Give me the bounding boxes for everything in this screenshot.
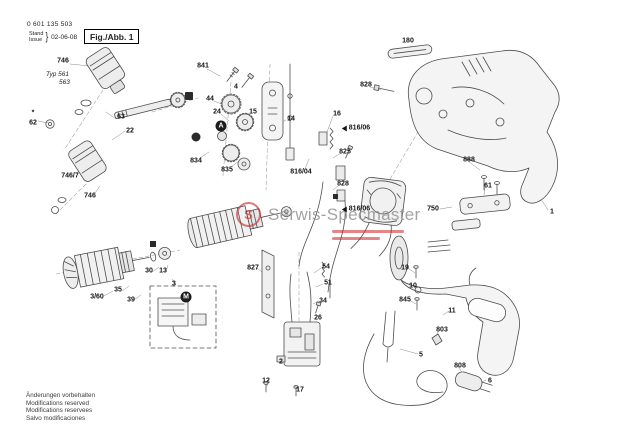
callout-825: 825 [339,148,351,156]
cover-plate [451,175,511,231]
callout-12: 12 [262,377,270,385]
callout-11: 11 [448,307,456,315]
callout-16: 16 [333,110,341,118]
callout-51: 51 [324,279,332,287]
gear-cluster [185,92,255,171]
type-note: Typ 561 563 [46,71,70,87]
callout-5: 5 [419,351,423,359]
callout-17: 17 [296,386,304,394]
brush-parts [298,127,354,293]
badge-m: M [180,291,192,303]
callout-35: 35 [114,286,122,294]
callout-828: 828 [337,180,349,188]
callout-81606: 816/06 [342,206,370,213]
fork-part [382,310,396,363]
callout-2: 2 [279,358,283,366]
callout-81604: 816/04 [290,168,312,176]
callout-750: 750 [427,205,439,213]
callout-746: 746 [84,192,96,200]
footer-line: Modifications reservees [26,407,93,415]
callout-1: 1 [550,208,554,216]
bracket-plate [261,249,275,319]
callout-827: 827 [247,264,259,272]
callout-19: 19 [401,264,409,272]
callout-14: 14 [287,115,295,123]
chuck-lower [51,140,107,214]
small-parts [315,261,331,314]
callout-888: 888 [463,156,475,164]
spindle [114,91,187,120]
callout-26: 26 [314,314,322,322]
callout-845: 845 [399,296,411,304]
callout-39: 39 [127,296,135,304]
watermark-logo-icon: S [236,202,261,227]
callout-63: 63 [117,113,125,121]
pin-column [285,63,295,161]
clip-mark [333,194,338,199]
footer-line: Änderungen vorbehalten [26,392,95,399]
figure-label: Fig./Abb. 1 [84,29,140,44]
footer-line: Modifications reserved [26,399,89,407]
cord-plug [363,333,493,406]
callout-841: 841 [197,62,209,70]
callout-180: 180 [402,37,414,45]
callout-828: 828 [360,81,372,89]
housing-top [373,44,560,204]
chuck-top [45,47,126,129]
document-part-number: 0 601 135 503 [27,21,73,28]
switch-assembly [263,271,321,397]
callout-7467: 746/7 [61,172,79,180]
callout-15: 15 [249,108,257,116]
callout-3: 3 [172,280,176,288]
badge-a: A [215,120,227,132]
callout-13: 13 [159,267,167,275]
inset-box [149,285,217,349]
callout-10: 10 [409,282,417,290]
stand-label: Stand [29,31,44,37]
issue-label: Issue [29,37,43,43]
housing-bottom [389,235,520,376]
callout-mark: * [31,109,35,117]
callout-54: 54 [322,263,330,271]
footer-line: Salvo modificaciones [26,414,86,422]
callout-34: 34 [319,297,327,305]
callout-24: 24 [213,108,221,116]
callout-62: 62 [29,119,37,127]
callout-803: 803 [436,326,448,334]
watermark-subtext [332,230,404,240]
callout-834: 834 [190,157,202,165]
callout-808: 808 [454,362,466,370]
callout-30: 30 [145,267,153,275]
stator [350,177,407,257]
callout-44: 44 [206,95,214,103]
stand-issue-block: Stand Issue } 02-06-08 [29,31,77,43]
callout-746: 746 [57,57,69,65]
brace-glyph: } [45,31,49,43]
type-note-line2: 563 [59,79,70,86]
watermark: S Serwis-Specmaster [236,202,420,227]
armature-fan [62,246,172,289]
watermark-text: Serwis-Specmaster [268,204,421,224]
type-note-line1: Typ 561 [46,71,70,78]
callout-81606: 816/06 [342,125,370,132]
issue-date: 02-06-08 [51,33,78,41]
callout-22: 22 [126,127,134,135]
callout-835: 835 [221,166,233,174]
clip-mark [150,241,156,247]
callout-61: 61 [484,182,492,190]
callout-4: 4 [234,83,238,91]
screws-841 [226,66,255,88]
callout-6: 6 [488,377,492,385]
bearing-plate [261,81,284,141]
callout-360: 3/60 [90,293,104,301]
